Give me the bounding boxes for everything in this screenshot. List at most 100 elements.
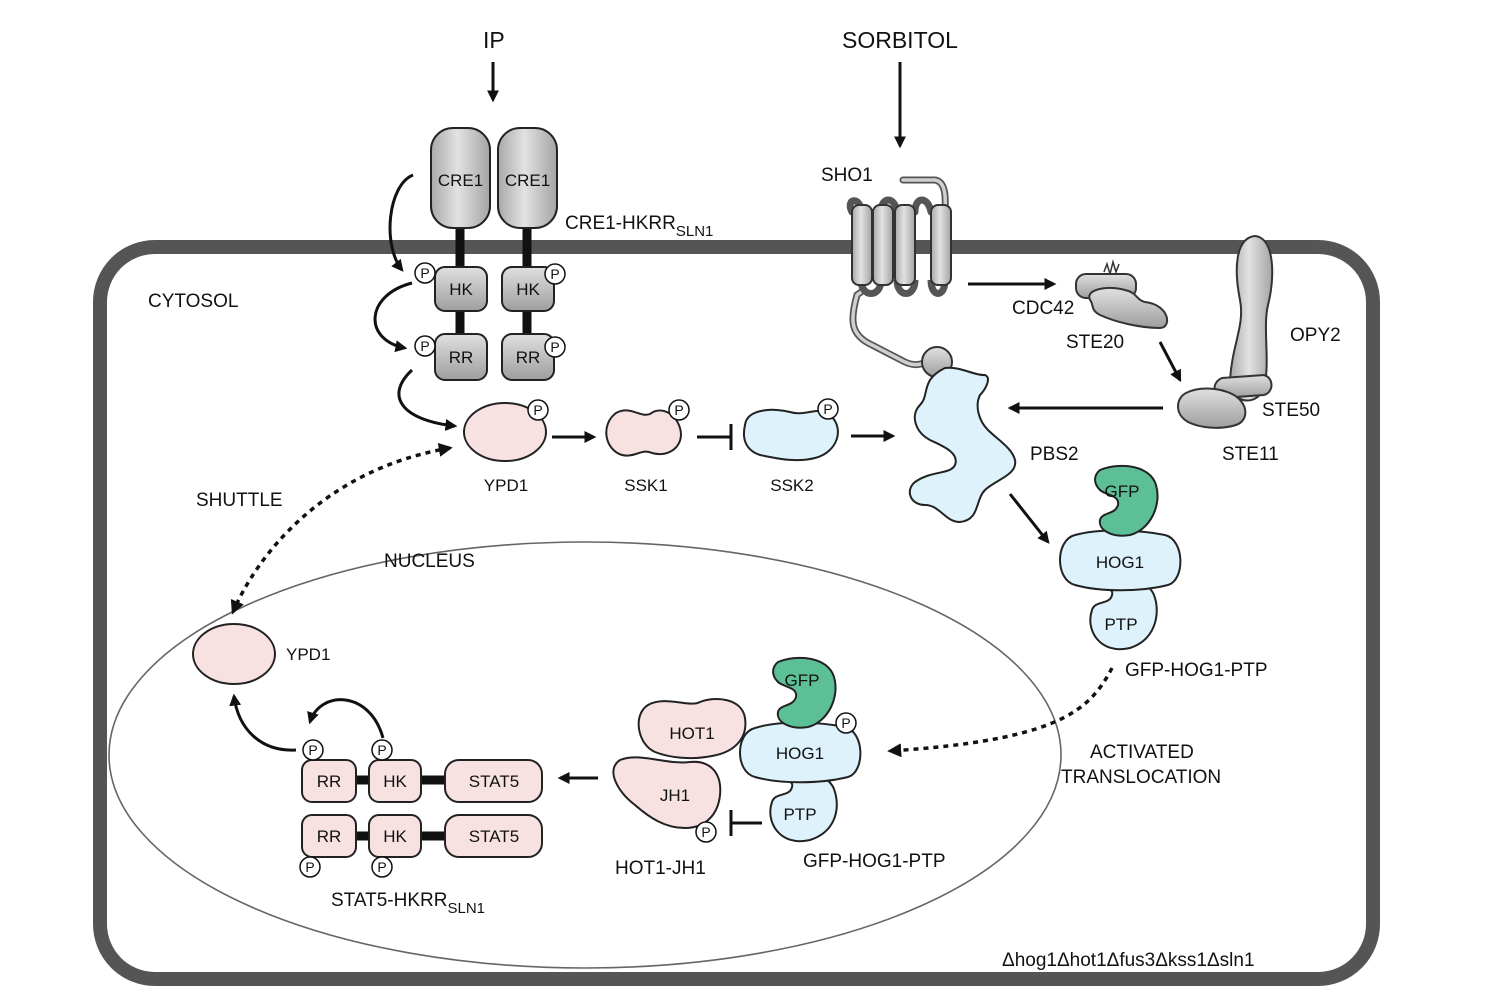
svg-text:P: P — [841, 715, 850, 731]
ste20-to-ste11-arrow — [1158, 341, 1182, 383]
gfp-hog1-ptp-nucleus-name: GFP-HOG1-PTP — [803, 851, 946, 872]
svg-text:P: P — [701, 824, 710, 840]
ypd1-shuttle-arrow — [230, 442, 453, 615]
ptp-domain-cytosol — [1089, 578, 1158, 651]
svg-text:RR: RR — [317, 827, 342, 846]
stat5-hkrr-name: STAT5-HKRRSLN1 — [331, 890, 485, 917]
phosphate-rr-b: P — [544, 336, 566, 358]
rr-domain-a — [434, 333, 488, 381]
cre1-domain-b — [497, 127, 558, 229]
hk-domain-bottom — [368, 814, 422, 858]
gfp-hog1-ptp-cytosol-name: GFP-HOG1-PTP — [1125, 660, 1268, 681]
phosphate-jh1: P — [695, 821, 717, 843]
phosphate-hk-top: P — [371, 739, 393, 761]
rr-to-ypd1-nuclear-arrow — [229, 693, 297, 752]
phosphate-rr-a: P — [414, 335, 436, 357]
ssk1-inhibits-ssk2 — [697, 424, 733, 450]
activated-label-line1: ACTIVATED — [1090, 742, 1194, 763]
svg-text:P: P — [420, 338, 429, 354]
svg-text:HK: HK — [516, 280, 540, 299]
phosphate-ssk1: P — [668, 399, 690, 421]
shuttle-label: SHUTTLE — [196, 490, 283, 511]
ptp-inhibits-jh1 — [729, 810, 762, 836]
autophosphorylation-arrow — [388, 173, 414, 272]
opy2-label: OPY2 — [1290, 325, 1341, 346]
gfp-hog1-ptp-nucleus: GFP HOG1 PTP — [739, 656, 862, 843]
ptp-domain-nucleus — [769, 771, 838, 843]
pbs2-protein — [908, 366, 1017, 524]
ypd1-cytosol — [463, 402, 547, 462]
cre1-hkrr-receptor: CRE1 CRE1 HK HK RR RR — [430, 127, 558, 381]
hk-domain-b — [501, 266, 555, 312]
svg-text:HOT1: HOT1 — [669, 724, 714, 743]
ssk2-label: SSK2 — [770, 476, 813, 495]
ssk1-label: SSK1 — [624, 476, 667, 495]
stat5-hkrr-dimer: RR HK STAT5 RR HK STAT5 — [301, 759, 543, 858]
ssk1-protein — [605, 409, 682, 457]
svg-text:P: P — [377, 742, 386, 758]
gfp-domain-cytosol — [1094, 464, 1159, 537]
cell-membrane — [93, 240, 1380, 986]
phosphate-ypd1: P — [527, 399, 549, 421]
ypd1-nucleus — [192, 623, 276, 685]
phosphate-hog1-nucleus: P — [835, 712, 857, 734]
hot1-jh1-name: HOT1-JH1 — [615, 858, 706, 879]
opy2-protein — [1228, 234, 1274, 402]
hot1-jh1-complex: HOT1 JH1 — [612, 698, 747, 830]
cytosol-label: CYTOSOL — [148, 291, 238, 312]
svg-text:PTP: PTP — [783, 805, 816, 824]
sho1-label: SHO1 — [821, 165, 873, 186]
activated-label-line2: TRANSLOCATION — [1061, 767, 1221, 788]
svg-text:STAT5: STAT5 — [469, 772, 519, 791]
ste11-protein — [1177, 387, 1247, 429]
hk-to-rr-transfer-arrow — [373, 281, 413, 353]
activated-translocation-arrow — [887, 667, 1114, 758]
cre1-domain-a — [430, 127, 491, 229]
phosphate-rr-top: P — [302, 739, 324, 761]
svg-text:P: P — [823, 401, 832, 417]
svg-text:PTP: PTP — [1104, 615, 1137, 634]
rr-domain-top — [301, 759, 357, 803]
svg-text:HOG1: HOG1 — [776, 744, 824, 763]
svg-text:P: P — [420, 265, 429, 281]
svg-text:STAT5: STAT5 — [469, 827, 519, 846]
svg-text:RR: RR — [449, 348, 474, 367]
rr-domain-bottom — [301, 814, 357, 858]
svg-text:HK: HK — [383, 827, 407, 846]
ssk2-protein — [742, 408, 839, 462]
ypd1-cytosol-label: YPD1 — [484, 476, 528, 495]
nucleus-label: NUCLEUS — [384, 551, 475, 572]
svg-text:P: P — [674, 402, 683, 418]
jh1-domain — [612, 756, 722, 830]
cdc42-ste20-complex — [1075, 259, 1169, 330]
gfp-domain-nucleus — [772, 656, 837, 729]
hk-domain-a — [434, 266, 488, 312]
ste50-label: STE50 — [1262, 400, 1320, 421]
sho1-protein — [846, 176, 953, 378]
svg-text:P: P — [533, 402, 542, 418]
svg-text:P: P — [305, 859, 314, 875]
svg-text:HK: HK — [449, 280, 473, 299]
svg-text:RR: RR — [516, 348, 541, 367]
phosphate-hk-a: P — [414, 262, 436, 284]
hk-to-rr-nuclear-arrow — [307, 698, 385, 739]
cdc42-label: CDC42 — [1012, 298, 1074, 319]
rr-to-ypd1-arrow — [397, 368, 458, 431]
stat5-domain-top — [444, 759, 543, 803]
svg-text:HOG1: HOG1 — [1096, 553, 1144, 572]
phosphate-hk-bottom: P — [371, 856, 393, 878]
ip-stimulus-label: IP — [483, 27, 505, 53]
ste11-label: STE11 — [1222, 444, 1279, 465]
sorbitol-stimulus-label: SORBITOL — [842, 27, 958, 53]
svg-text:P: P — [550, 266, 559, 282]
ste20-label: STE20 — [1066, 332, 1124, 353]
svg-text:P: P — [550, 339, 559, 355]
hot1-domain — [637, 698, 747, 760]
svg-text:RR: RR — [317, 772, 342, 791]
pbs2-label: PBS2 — [1030, 444, 1079, 465]
svg-text:CRE1: CRE1 — [505, 171, 550, 190]
svg-text:P: P — [377, 859, 386, 875]
strain-genotype-label: Δhog1Δhot1Δfus3Δkss1Δsln1 — [1002, 950, 1255, 971]
hk-domain-top — [368, 759, 422, 803]
